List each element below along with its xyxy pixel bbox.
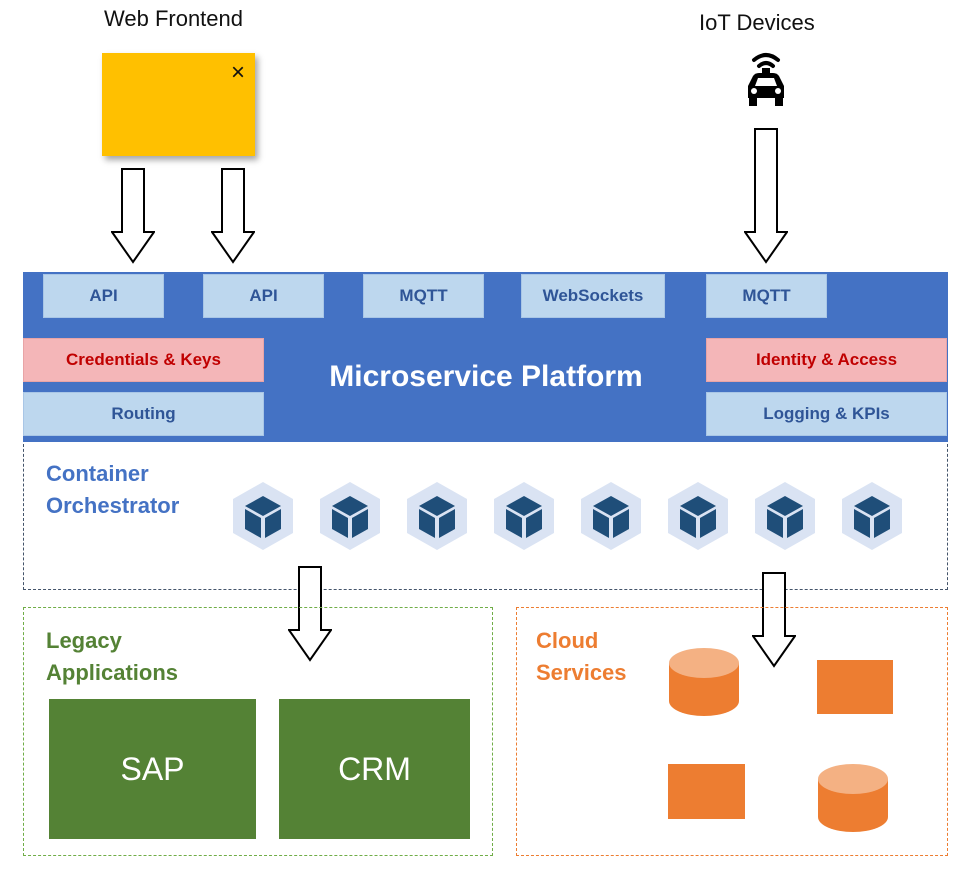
connected-car-icon (748, 53, 784, 106)
cloud-service-block (668, 764, 745, 819)
cloud-services (516, 607, 948, 856)
websockets-endpoint[interactable]: WebSockets (521, 274, 665, 318)
arrow-down-icon (288, 566, 332, 662)
crm-app: CRM (279, 699, 470, 839)
web-frontend-label: Web Frontend (104, 6, 244, 31)
arrow-down-icon (744, 128, 788, 264)
cube-icon (581, 482, 641, 550)
database-icon (818, 764, 888, 832)
orchestrator-title: Container Orchestrator (46, 461, 180, 518)
close-icon: × (230, 59, 245, 86)
database-icon (669, 648, 739, 716)
cube-icon (407, 482, 467, 550)
container-orchestrator (23, 444, 948, 590)
mqtt-endpoint[interactable]: MQTT (363, 274, 484, 318)
cube-icon (494, 482, 554, 550)
cube-icon (320, 482, 380, 550)
web-frontend-window: × (102, 53, 255, 156)
cube-icon (755, 482, 815, 550)
logging-kpis-module: Logging & KPIs (706, 392, 947, 436)
api-endpoint[interactable]: API (203, 274, 324, 318)
cloud-title: Cloud Services (536, 628, 627, 685)
credentials-keys-module: Credentials & Keys (23, 338, 264, 382)
sap-app: SAP (49, 699, 256, 839)
arrow-down-icon (211, 168, 255, 264)
legacy-title: Legacy Applications (46, 628, 179, 685)
platform-title: Microservice Platform (329, 360, 643, 393)
cube-icon (668, 482, 728, 550)
legacy-applications (23, 607, 493, 856)
api-endpoint[interactable]: API (43, 274, 164, 318)
identity-access-module: Identity & Access (706, 338, 947, 382)
cloud-service-block (817, 660, 893, 714)
cube-icon (233, 482, 293, 550)
mqtt-endpoint[interactable]: MQTT (706, 274, 827, 318)
arrow-down-icon (752, 572, 796, 668)
cube-icon (842, 482, 902, 550)
arrow-down-icon (111, 168, 155, 264)
routing-module: Routing (23, 392, 264, 436)
iot-devices-label: IoT Devices (699, 10, 815, 35)
